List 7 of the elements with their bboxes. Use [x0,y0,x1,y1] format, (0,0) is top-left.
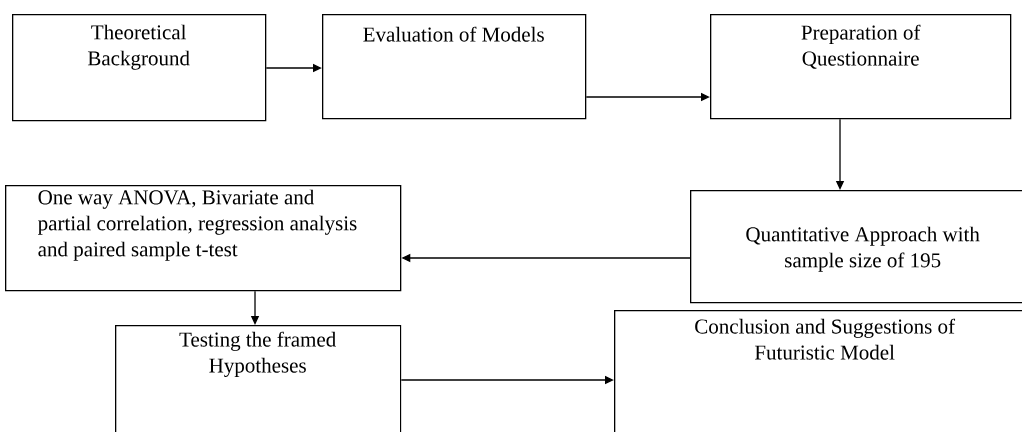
process-box: One way ANOVA, Bivariate and partial correlation, regression analysis and paired sample t-test [5,185,402,292]
process-box: Preparation of Questionnaire [710,14,1012,120]
process-box: Quantitative Approach with sample size of 195 [690,190,1022,304]
process-box: Conclusion and Suggestions of Futuristic Model [614,310,1022,432]
process-box: Theoretical Background [12,14,267,122]
process-box: Evaluation of Models [322,14,587,120]
process-box: Testing the framed Hypotheses [115,325,402,432]
